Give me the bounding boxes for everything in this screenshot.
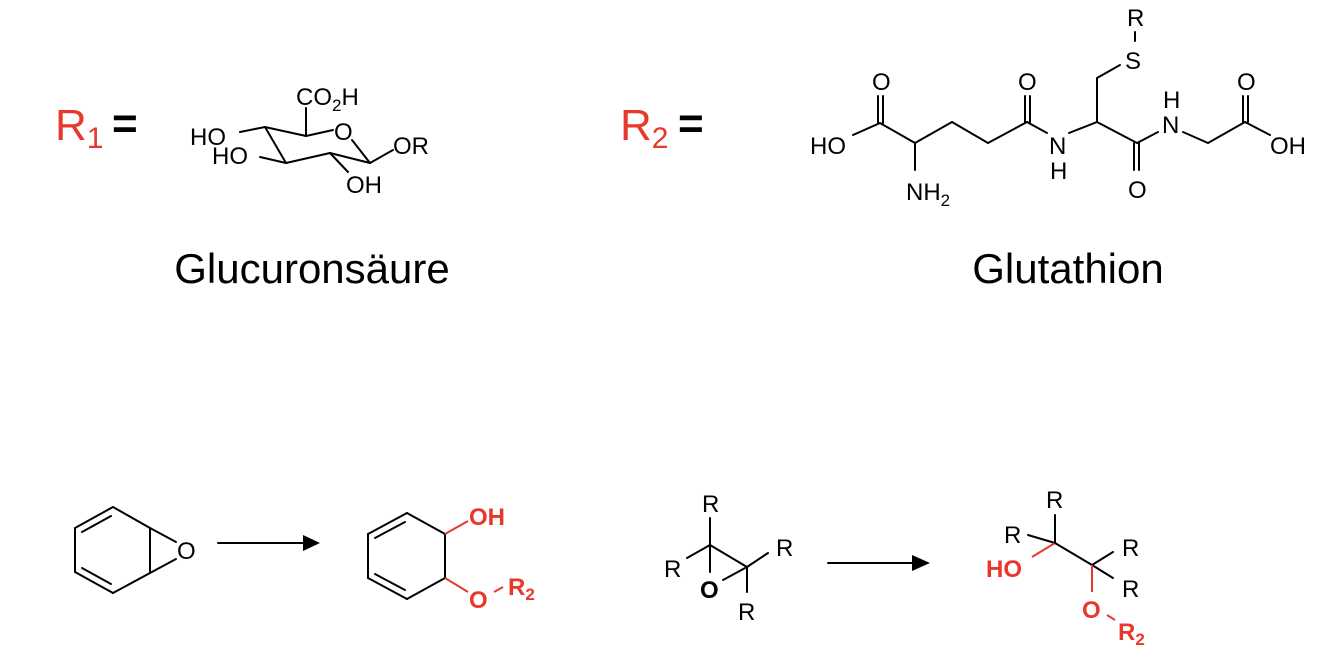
hydrogen-label: H [1163, 87, 1180, 114]
glutathione-structure: HO O NH2 O N H S R O N H O OH [810, 5, 1306, 210]
ring-oxygen-label: O [334, 119, 353, 146]
r-label: R [702, 491, 719, 518]
r-label: R [664, 556, 681, 583]
oxygen-label: O [177, 538, 196, 565]
r2-label: R2 [620, 101, 668, 155]
nitrogen-label: N [1049, 133, 1066, 160]
carboxyl-label: CO2H [296, 84, 359, 115]
oxygen-label: O [872, 69, 891, 96]
r1-label: R1 [55, 101, 103, 155]
oxygen-label: O [1237, 69, 1256, 96]
r-label: R [738, 599, 755, 626]
hydroxyl-label: OH [1270, 133, 1306, 160]
oxygen-label: O [700, 577, 719, 604]
or-label: OR [393, 133, 429, 160]
r1-equals: = [112, 99, 138, 148]
r2-substituent-label: R2 [1118, 619, 1145, 649]
benzene-oxide: O [74, 506, 196, 594]
r2-equals: = [678, 99, 704, 148]
amine-label: NH2 [906, 179, 950, 210]
r2-substituent-label: R2 [508, 574, 535, 604]
r1-definition: R1 = [55, 99, 138, 155]
reaction-arrow [217, 535, 320, 551]
r-label: R [1004, 522, 1021, 549]
hydroxyl-label: OH [469, 504, 505, 531]
glucuronic-acid-title: Glucuronsäure [174, 245, 449, 292]
hydroxyl-label: HO [190, 124, 226, 151]
r-label: R [1127, 5, 1144, 32]
generic-epoxide: R R O R R [664, 491, 793, 626]
sulfur-label: S [1125, 48, 1141, 75]
reaction-arrow [827, 555, 930, 571]
glucuronic-acid-structure: CO2H O HO HO OH OR [190, 84, 429, 199]
ring-opened-conjugate: R R HO R R O R2 [986, 487, 1145, 649]
hydroxyl-label: OH [346, 172, 382, 199]
r-label: R [1046, 487, 1063, 514]
dihydrodiol-conjugate: OH O R2 [367, 504, 535, 614]
oxygen-label: O [1128, 177, 1147, 204]
r-label: R [776, 535, 793, 562]
hydrogen-label: H [1050, 158, 1067, 185]
oxygen-label: O [1082, 597, 1101, 624]
nitrogen-label: N [1162, 112, 1179, 139]
glutathione-title: Glutathion [972, 245, 1163, 292]
r-label: R [1122, 576, 1139, 603]
hydroxyl-label: HO [212, 143, 248, 170]
oxygen-label: O [469, 587, 488, 614]
hydroxyl-label: HO [986, 556, 1022, 583]
r-label: R [1122, 535, 1139, 562]
r2-definition: R2 = [620, 99, 704, 155]
oxygen-label: O [1018, 69, 1037, 96]
hydroxyl-label: HO [810, 133, 846, 160]
